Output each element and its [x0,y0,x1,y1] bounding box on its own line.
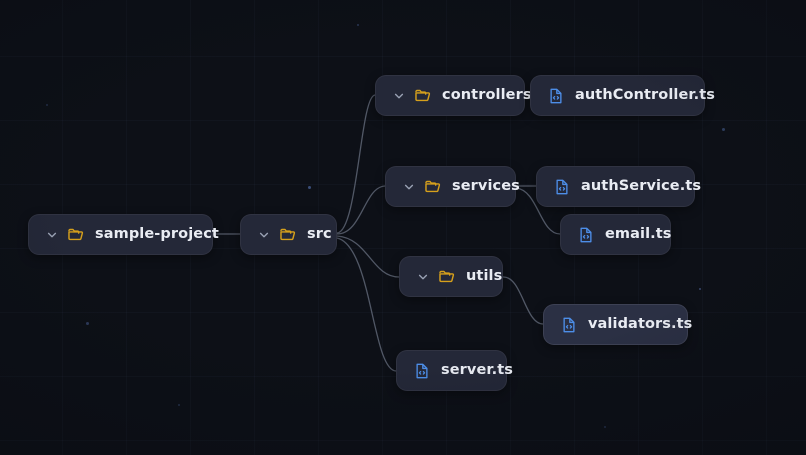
file-code-icon [547,87,565,105]
chevron-down-icon[interactable] [402,180,415,193]
file-code-icon [577,226,595,244]
tree-node-utils[interactable]: utils [399,256,503,297]
tree-node-label: controllers [442,87,532,104]
tree-node-authController.ts[interactable]: authController.ts [530,75,715,116]
folder-open-icon [414,87,432,105]
tree-node-label: sample-project [95,226,219,243]
tree-node-label: validators.ts [588,316,693,333]
file-code-icon [553,178,571,196]
folder-open-icon [424,178,442,196]
tree-node-label: services [452,178,520,195]
tree-node-label: server.ts [441,362,513,379]
edge-src-server [336,237,397,372]
tree-node-server.ts[interactable]: server.ts [396,350,513,391]
chevron-down-icon[interactable] [257,228,270,241]
folder-open-icon [279,226,297,244]
tree-node-label: authService.ts [581,178,702,195]
tree-node-controllers[interactable]: controllers [375,75,531,116]
tree-node-label: src [307,226,332,243]
chevron-down-icon[interactable] [45,228,58,241]
chevron-down-icon[interactable] [392,89,405,102]
chevron-down-icon[interactable] [416,270,429,283]
tree-node-sample-project[interactable]: sample-project [28,214,219,255]
folder-open-icon [67,226,85,244]
edge-src-utils [336,235,400,278]
file-code-icon [560,316,578,334]
edge-utils-validators [502,276,544,325]
folder-open-icon [438,268,456,286]
tree-node-src[interactable]: src [240,214,337,255]
tree-node-label: utils [466,268,503,285]
tree-node-authService.ts[interactable]: authService.ts [536,166,701,207]
tree-node-validators.ts[interactable]: validators.ts [543,304,692,345]
tree-node-label: email.ts [605,226,672,243]
edge-src-controllers [336,94,376,234]
tree-node-label: authController.ts [575,87,715,104]
tree-node-services[interactable]: services [385,166,520,207]
tree-node-email.ts[interactable]: email.ts [560,214,671,255]
file-code-icon [413,362,431,380]
